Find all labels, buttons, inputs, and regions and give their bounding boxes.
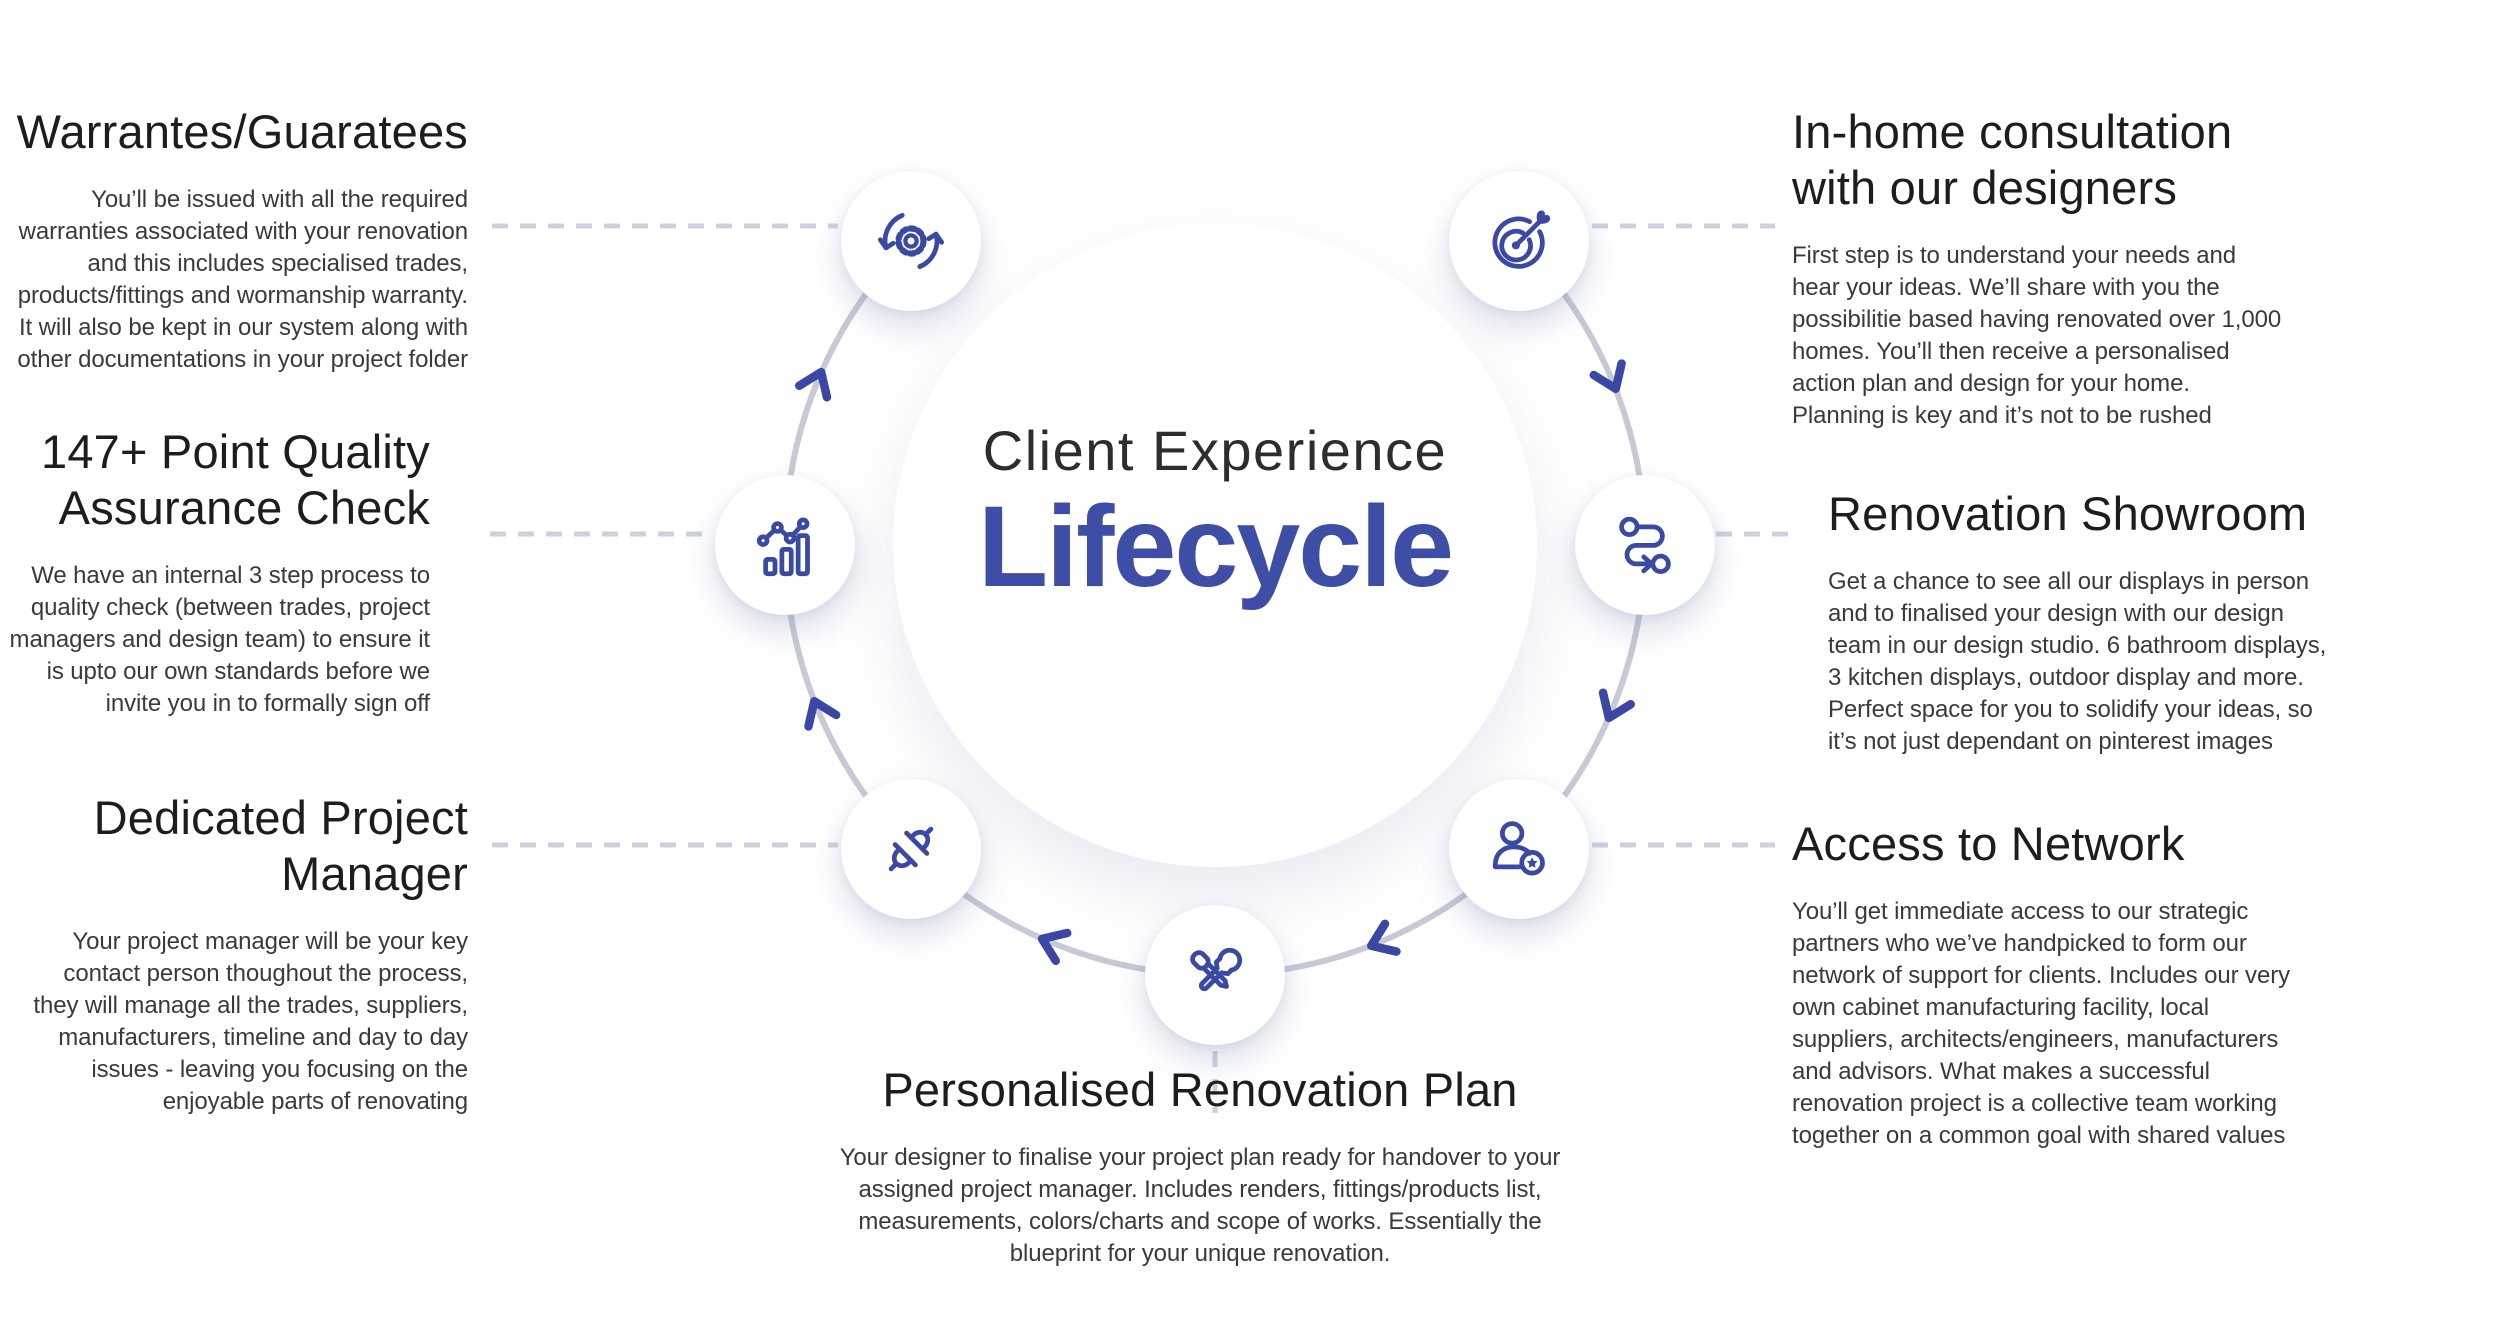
title-main: Lifecycle — [977, 483, 1454, 611]
block-warranties-heading: Warrantes/Guaratees — [16, 105, 468, 158]
growth-chart-icon — [756, 517, 810, 577]
block-plan-heading: Personalised Renovation Plan — [882, 1063, 1518, 1116]
inner-circle — [893, 223, 1537, 867]
block-plan: Personalised Renovation Plan Your design… — [700, 1062, 1700, 1270]
block-network: Access to Network You’ll get immediate a… — [1792, 816, 2492, 1152]
sync-gear-icon — [878, 213, 944, 269]
block-manager-heading: Dedicated Project Manager — [93, 791, 468, 900]
block-quality: 147+ Point Quality Assurance Check We ha… — [0, 424, 431, 720]
block-manager-body: Your project manager will be your key co… — [33, 928, 468, 1115]
block-consultation-heading: In-home consultation with our designers — [1792, 105, 2233, 214]
step-badge-consultation — [1449, 171, 1589, 311]
tools-icon — [1190, 947, 1243, 992]
flow-chevron-icon — [804, 697, 841, 731]
block-manager: Dedicated Project Manager Your project m… — [0, 790, 468, 1118]
block-quality-heading: 147+ Point Quality Assurance Check — [41, 425, 430, 534]
title-eyebrow: Client Experience — [982, 419, 1448, 482]
block-plan-body: Your designer to finalise your project p… — [839, 1144, 1561, 1267]
block-consultation-body: First step is to understand your needs a… — [1792, 242, 2282, 429]
flow-chevron-icon — [1037, 928, 1072, 966]
target-dart-icon — [1492, 210, 1551, 269]
block-warranties-body: You’ll be issued with all the required w… — [17, 186, 468, 373]
step-badge-warranties — [841, 171, 981, 311]
block-warranties: Warrantes/Guaratees You’ll be issued wit… — [0, 104, 468, 376]
block-network-body: You’ll get immediate access to our strat… — [1792, 898, 2290, 1149]
block-showroom: Renovation Showroom Get a chance to see … — [1828, 486, 2488, 758]
flow-chevron-icon — [1367, 919, 1401, 956]
block-quality-body: We have an internal 3 step process to qu… — [9, 562, 431, 717]
block-showroom-heading: Renovation Showroom — [1828, 487, 2308, 540]
block-consultation: In-home consultation with our designers … — [1792, 104, 2492, 432]
route-icon — [1619, 516, 1671, 574]
step-badge-quality — [715, 475, 855, 615]
step-badge-manager — [841, 779, 981, 919]
diagram-title: Client Experience Lifecycle — [915, 419, 1515, 611]
plug-connection-icon — [888, 826, 934, 872]
flow-chevron-icon — [794, 367, 832, 402]
flow-chevron-icon — [1589, 359, 1626, 393]
block-network-heading: Access to Network — [1792, 817, 2185, 870]
person-star-icon — [1492, 821, 1545, 876]
block-showroom-body: Get a chance to see all our displays in … — [1828, 568, 2327, 755]
step-badge-network — [1449, 779, 1589, 919]
step-badge-plan — [1145, 905, 1285, 1045]
flow-chevron-icon — [1598, 688, 1636, 723]
step-badge-showroom — [1575, 475, 1715, 615]
